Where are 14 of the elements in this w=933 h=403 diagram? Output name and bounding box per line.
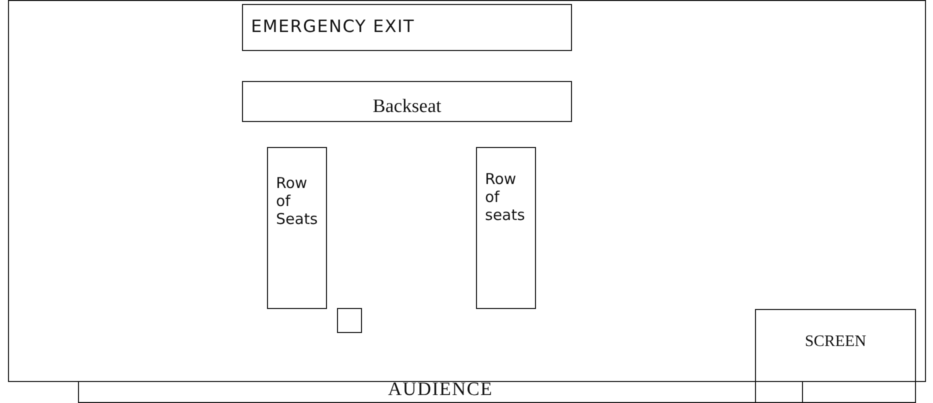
exit-label: EMERGENCY EXIT (251, 17, 415, 38)
seat-row-box (476, 147, 536, 309)
seat-row-label: Row of Seats (276, 174, 319, 228)
small-square (337, 308, 362, 333)
room-outline (8, 0, 926, 382)
backseat-box (242, 81, 572, 122)
seat-row-box (267, 147, 327, 309)
backseat-label: Backseat (372, 96, 442, 119)
audience-label: AUDIENCE (388, 379, 494, 402)
seat-row-label: Row of seats (485, 170, 526, 224)
screen-label: SCREEN (804, 332, 866, 352)
audience-box (78, 381, 803, 403)
screen-box (755, 309, 916, 403)
exit-box (242, 4, 572, 51)
